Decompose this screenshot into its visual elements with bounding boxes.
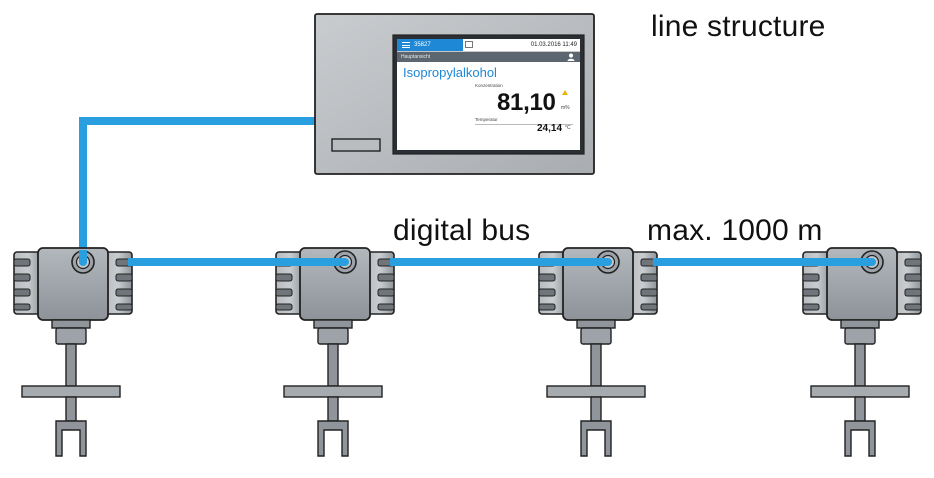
concentration-unit: m% [561, 105, 570, 111]
temperature-label: Temperatur [475, 117, 498, 122]
temperature-value: 24,14 [537, 123, 563, 134]
transmitter-3 [538, 247, 658, 457]
line-structure-label: line structure [651, 10, 826, 43]
max-distance-label: max. 1000 m [647, 214, 823, 247]
bus-end-2 [341, 258, 349, 266]
bus-end-1 [79, 258, 87, 266]
screen-datetime: 01.03.2016 11:49 [530, 42, 577, 48]
screen-tab-active[interactable]: 35827 [397, 39, 463, 51]
screen-sub-bar: Hauptansicht [397, 52, 580, 62]
view-label: Hauptansicht [401, 54, 431, 60]
medium-title: Isopropylalkohol [403, 65, 497, 80]
temperature-divider [475, 124, 573, 125]
transmitter-1 [13, 247, 133, 457]
warning-triangle-icon [562, 90, 568, 95]
bus-end-3 [604, 258, 612, 266]
transmitter-4 [802, 247, 922, 457]
hamburger-menu-icon[interactable] [402, 42, 410, 48]
screen-tab-icon[interactable] [465, 41, 473, 48]
user-icon[interactable] [567, 53, 575, 61]
concentration-label: Konzentration [475, 83, 503, 88]
concentration-value: 81,10 [497, 89, 556, 116]
screen-top-bar: 35827 01.03.2016 11:49 [397, 39, 580, 52]
cable-to-display [79, 117, 315, 262]
temperature-unit: °C [565, 125, 571, 131]
display-screen: 35827 01.03.2016 11:49 Hauptansicht Isop… [397, 39, 580, 150]
bus-end-4 [868, 258, 876, 266]
tab-label: 35827 [414, 42, 431, 48]
transmitter-2 [275, 247, 395, 457]
digital-bus-label: digital bus [393, 214, 531, 247]
